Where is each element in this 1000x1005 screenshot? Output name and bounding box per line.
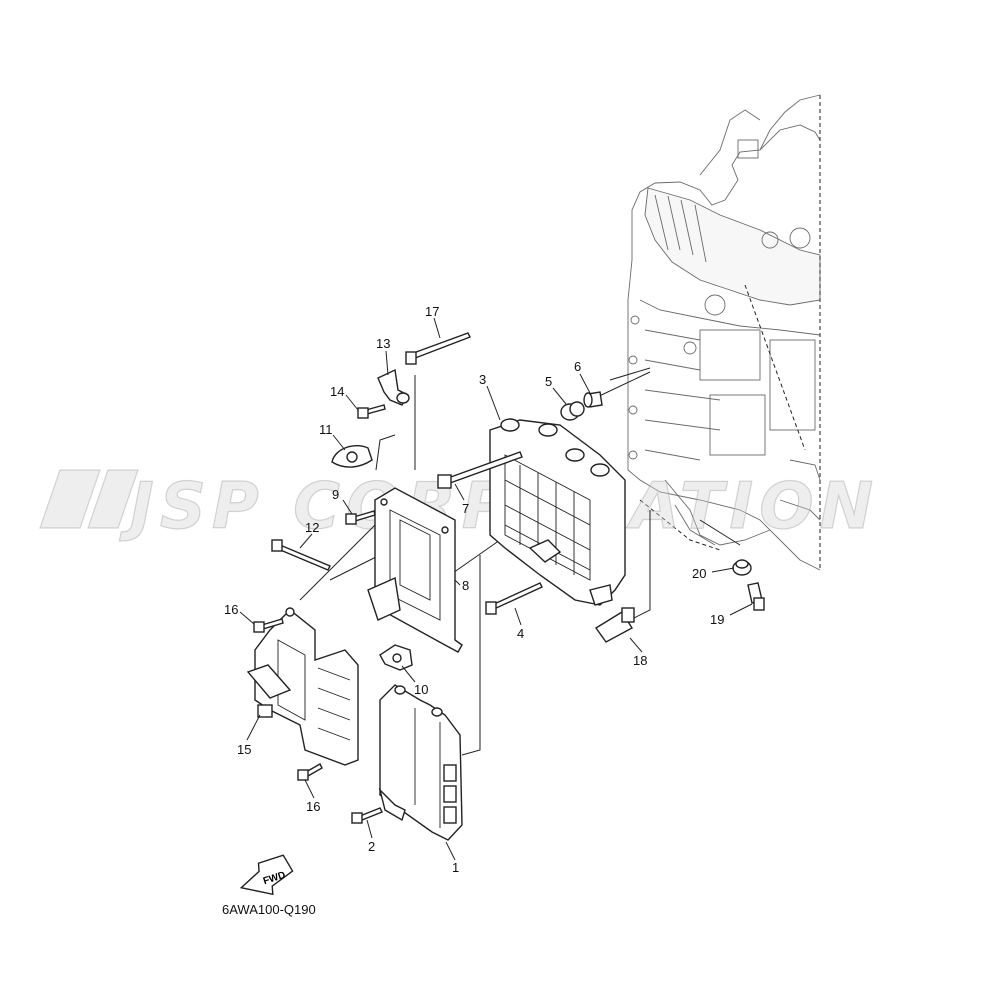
callout-10: 10 xyxy=(414,682,428,697)
callout-9: 9 xyxy=(332,487,339,502)
part-6-collar xyxy=(583,391,603,408)
callout-1: 1 xyxy=(452,860,459,875)
engine-block xyxy=(627,94,821,571)
callout-labels: 1 2 3 4 5 6 7 8 9 10 11 12 13 14 15 16 1… xyxy=(224,304,724,875)
part-8-plate xyxy=(367,487,463,653)
part-12-cable-tie xyxy=(271,539,331,571)
part-16-bolt-upper xyxy=(253,618,284,633)
callout-8: 8 xyxy=(462,578,469,593)
callout-14: 14 xyxy=(330,384,344,399)
callout-18: 18 xyxy=(633,653,647,668)
fwd-arrow: FWD xyxy=(239,854,294,896)
part-13-bracket xyxy=(377,368,410,406)
callout-12: 12 xyxy=(305,520,319,535)
part-10-clip xyxy=(379,644,413,671)
callout-4: 4 xyxy=(517,626,524,641)
callout-7: 7 xyxy=(462,501,469,516)
part-11-clamp xyxy=(331,444,373,468)
watermark-logo-stroke xyxy=(39,469,139,529)
part-17-cable-tie xyxy=(405,332,471,365)
part-3-ecu-bracket xyxy=(489,418,626,606)
callout-17: 17 xyxy=(425,304,439,319)
part-16-bolt-lower xyxy=(297,763,323,781)
callout-16-lower: 16 xyxy=(306,799,320,814)
callout-20: 20 xyxy=(692,566,706,581)
callout-3: 3 xyxy=(479,372,486,387)
part-15-bracket xyxy=(246,607,359,766)
callout-6: 6 xyxy=(574,359,581,374)
part-20-grommet xyxy=(732,559,752,576)
diagram-code: 6AWA100-Q190 xyxy=(222,902,316,917)
part-7-bolt xyxy=(437,451,523,489)
part-1-ecu xyxy=(378,684,463,841)
part-4-cable-tie xyxy=(485,582,543,615)
callout-19: 19 xyxy=(710,612,724,627)
part-2-bolt xyxy=(351,807,383,824)
callout-2: 2 xyxy=(368,839,375,854)
part-18-sensor xyxy=(594,607,635,643)
watermark: JSP CORPORATION xyxy=(39,469,874,545)
callout-11: 11 xyxy=(319,422,333,437)
callout-15: 15 xyxy=(237,742,251,757)
part-14-bolt xyxy=(357,404,386,419)
callout-13: 13 xyxy=(376,336,390,351)
callout-5: 5 xyxy=(545,374,552,389)
part-19-sensor xyxy=(747,582,765,611)
part-5-grommet xyxy=(560,401,585,421)
callout-leaders xyxy=(239,317,753,861)
callout-16-upper: 16 xyxy=(224,602,238,617)
